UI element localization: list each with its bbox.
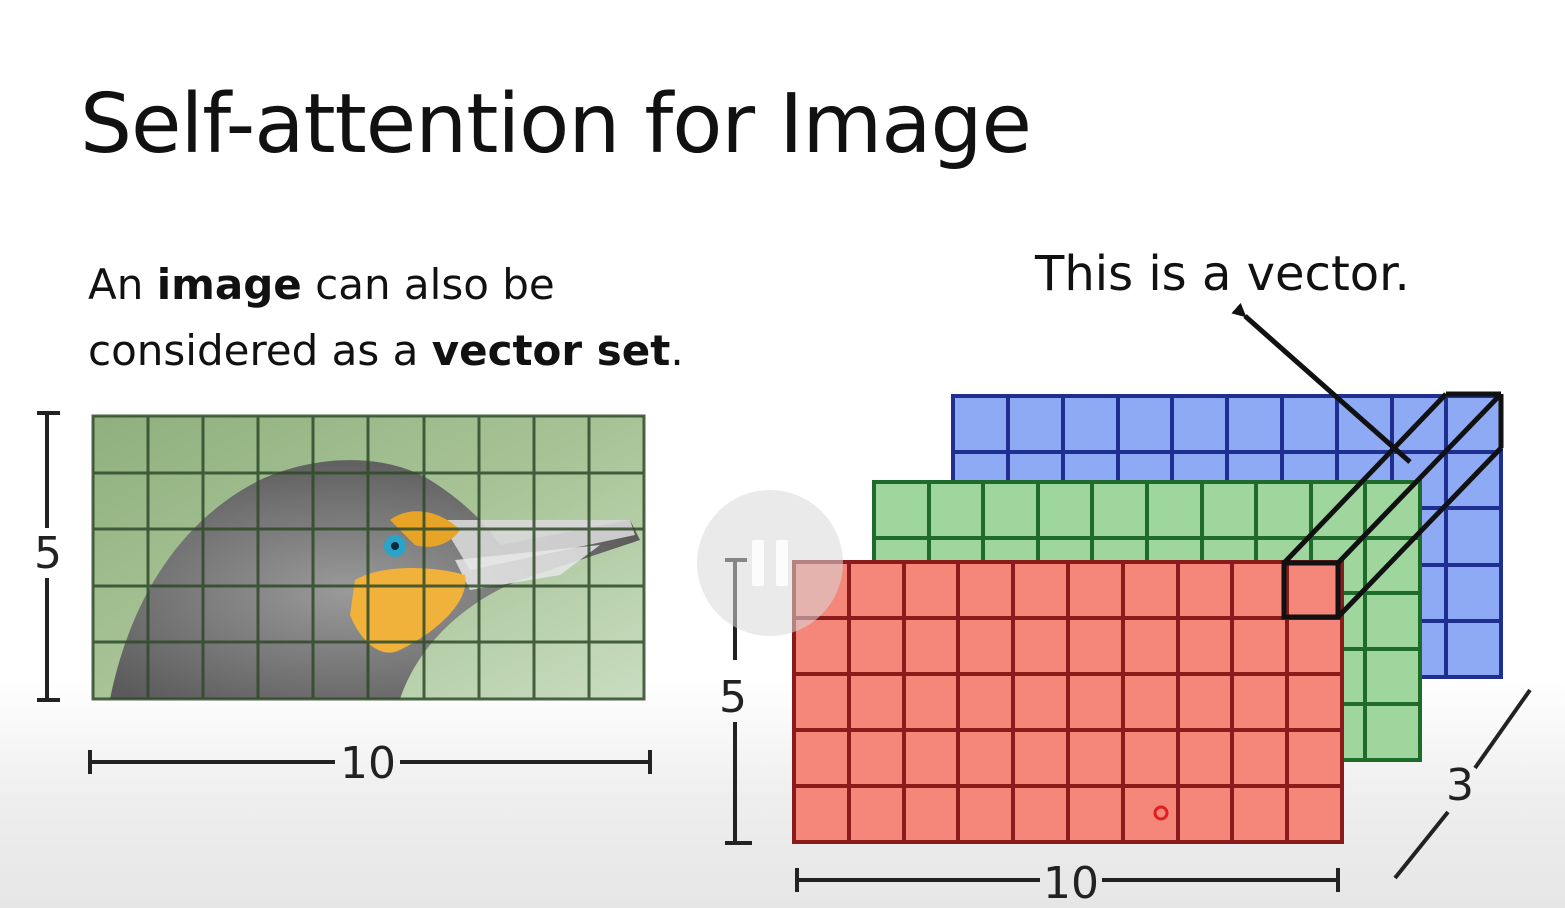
- red-channel-grid: [792, 560, 1344, 844]
- image-height-label: 5: [34, 528, 62, 579]
- desc-text: considered as a: [88, 326, 432, 375]
- desc-text: can also be: [301, 260, 555, 309]
- tensor-width-label: 10: [1043, 858, 1099, 908]
- image-width-label: 10: [340, 738, 396, 789]
- tensor-depth-label: 3: [1446, 760, 1474, 811]
- bird-image-panel: [91, 414, 646, 701]
- vector-callout: This is a vector.: [1035, 246, 1410, 302]
- pause-icon: [752, 540, 788, 586]
- image-grid: [91, 414, 646, 701]
- pause-button[interactable]: [697, 490, 843, 636]
- tensor-depth-dimension: 3: [1393, 688, 1532, 880]
- desc-bold-vector-set: vector set: [431, 326, 671, 375]
- ring-icon: [1153, 805, 1169, 821]
- slide-description: An image can also be considered as a vect…: [88, 252, 768, 384]
- slide-title: Self-attention for Image: [80, 77, 1032, 172]
- desc-text: .: [670, 326, 684, 375]
- callout-arrow: [1231, 302, 1412, 464]
- cormorant-bird: [110, 460, 640, 699]
- tensor-width-dimension: 10: [795, 858, 1340, 908]
- desc-bold-image: image: [156, 260, 302, 309]
- highlighted-vector: [1281, 391, 1504, 620]
- image-height-dimension: 5: [34, 411, 62, 702]
- tensor-height-label: 5: [719, 672, 747, 723]
- desc-text: An: [88, 260, 157, 309]
- image-width-dimension: 10: [88, 738, 652, 789]
